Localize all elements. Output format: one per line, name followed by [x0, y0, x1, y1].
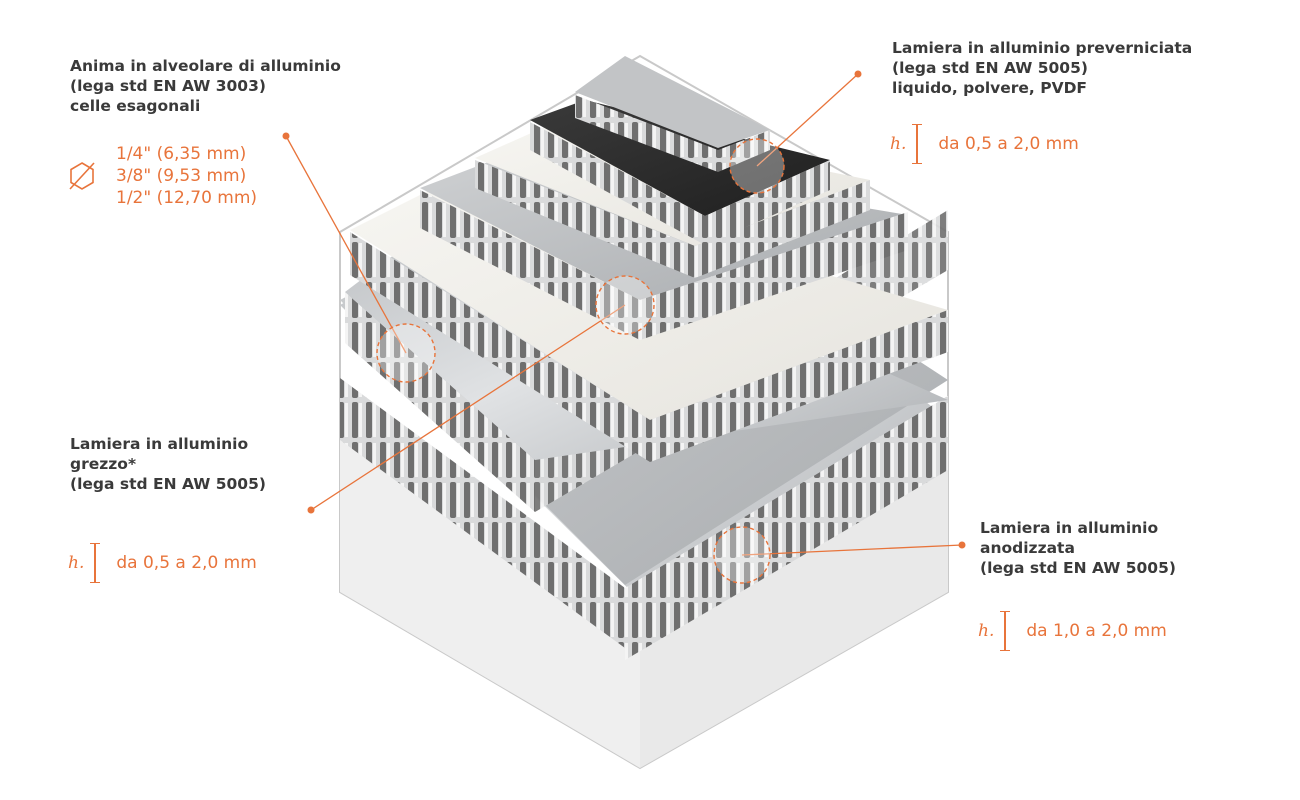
core-band-base-left	[340, 378, 625, 648]
raw-alloy-line: (lega std EN AW 5005)	[70, 475, 266, 493]
core-label: Anima in alveolare di alluminio (lega st…	[70, 56, 341, 116]
core-cells-line: celle esagonali	[70, 97, 201, 115]
thickness-bar-icon	[1000, 611, 1011, 651]
anodized-finish-line: anodizzata	[980, 539, 1075, 557]
thickness-bar-icon	[912, 124, 923, 164]
core-title-line: Anima in alveolare di alluminio	[70, 57, 341, 75]
raw-label: Lamiera in alluminio grezzo* (lega std E…	[70, 434, 266, 494]
thickness-symbol: h.	[890, 134, 907, 154]
core-band-top	[575, 95, 770, 172]
cell-sizes-list: 1/4" (6,35 mm) 3/8" (9,53 mm) 1/2" (12,7…	[116, 143, 257, 209]
prepainted-alloy-line: (lega std EN AW 5005)	[892, 59, 1088, 77]
prepainted-finish-line: liquido, polvere, PVDF	[892, 79, 1088, 97]
raw-thickness: h. da 0,5 a 2,0 mm	[68, 543, 257, 583]
core-band-3-left	[350, 232, 650, 462]
callout-lines	[285, 73, 963, 556]
core-band-4	[420, 190, 908, 340]
hexagon-diameter-icon	[69, 162, 95, 190]
thickness-symbol: h.	[978, 621, 995, 641]
anodized-thickness: h. da 1,0 a 2,0 mm	[978, 611, 1167, 651]
thickness-bar-icon	[90, 543, 101, 583]
cell-size-item: 3/8" (9,53 mm)	[116, 166, 247, 186]
prepainted-title-line: Lamiera in alluminio preverniciata	[892, 39, 1193, 57]
thickness-range: da 0,5 a 2,0 mm	[938, 134, 1079, 154]
core-band-2-left	[345, 292, 535, 512]
core-band-3-right	[650, 310, 948, 462]
core-band-base-right	[625, 396, 948, 660]
raw-title-line: Lamiera in alluminio	[70, 435, 249, 453]
callout-zoom-circles	[376, 138, 785, 584]
prepainted-thickness: h. da 0,5 a 2,0 mm	[890, 124, 1079, 164]
thickness-range: da 0,5 a 2,0 mm	[116, 553, 257, 573]
prepainted-label: Lamiera in alluminio preverniciata (lega…	[892, 38, 1192, 98]
panel-silver-top	[575, 56, 770, 148]
raw-finish-line: grezzo*	[70, 455, 137, 473]
core-band-5	[475, 160, 870, 278]
cell-size-item: 1/2" (12,70 mm)	[116, 188, 258, 208]
anodized-label: Lamiera in alluminio anodizzata (lega st…	[980, 518, 1176, 578]
core-band-6	[530, 122, 830, 245]
anodized-alloy-line: (lega std EN AW 5005)	[980, 559, 1176, 577]
thickness-symbol: h.	[68, 553, 85, 573]
anodized-title-line: Lamiera in alluminio	[980, 519, 1159, 537]
core-alloy-line: (lega std EN AW 3003)	[70, 77, 266, 95]
callout-dots	[282, 70, 966, 549]
thickness-range: da 1,0 a 2,0 mm	[1026, 621, 1167, 641]
cell-size-item: 1/4" (6,35 mm)	[116, 144, 247, 164]
